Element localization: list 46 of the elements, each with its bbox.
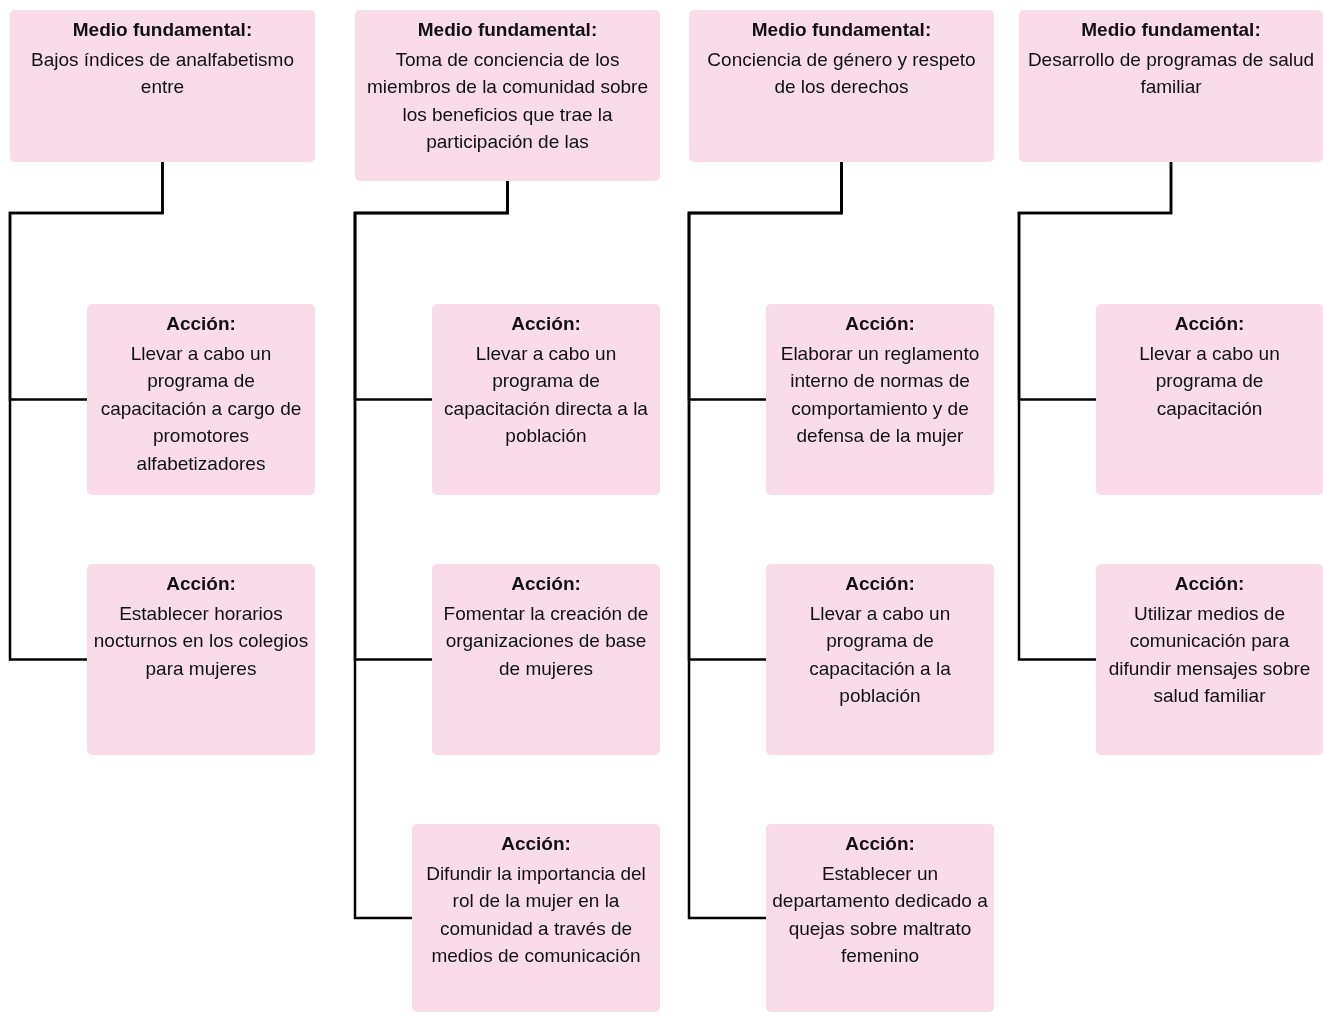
box-heading: Acción: [165, 312, 237, 336]
box-text: Desarrollo de programas de salud familiar [1026, 47, 1316, 100]
box-text: Conciencia de género y respeto de los derechos [706, 47, 977, 100]
box-heading: Acción: [510, 312, 582, 336]
box-text: Establecer un departamento dedicado a quejas sobre maltrato femenino [772, 861, 988, 969]
goal-box [1019, 10, 1323, 162]
box-text: Establecer horarios nocturnos en los colegios para mujeres [93, 601, 309, 681]
connector-line [687, 162, 843, 920]
box-text: Llevar a cabo un programa de capacitación [1138, 341, 1281, 421]
box-heading: Acción: [1173, 572, 1246, 596]
action-box [766, 564, 994, 755]
box-heading: Acción: [844, 832, 916, 856]
action-box [766, 304, 994, 495]
connector-line [353, 181, 509, 920]
action-box [1096, 304, 1323, 495]
box-text: Bajos índices de analfabetismo entre [30, 47, 295, 100]
box-text: Fomentar la creación de organizaciones de base de mujeres [442, 601, 650, 681]
action-box [1096, 564, 1323, 755]
box-heading: Acción: [510, 572, 582, 596]
connector-line [8, 162, 164, 661]
box-heading: Acción: [500, 832, 572, 856]
box-heading: Medio fundamental: [71, 18, 254, 42]
box-heading: Medio fundamental: [416, 18, 599, 42]
action-box [766, 824, 994, 1012]
box-heading: Acción: [844, 572, 916, 596]
box-heading: Acción: [1173, 312, 1246, 336]
box-text: Toma de conciencia de los miembros de la comunidad sobre los beneficios que trae la participación de las [366, 47, 649, 155]
connector-line [1017, 162, 1173, 661]
box-heading: Acción: [165, 572, 237, 596]
box-text: Llevar a cabo un programa de capacitación a cargo de promotores alfabetizadores [99, 341, 303, 476]
box-heading: Medio fundamental: [750, 18, 933, 42]
box-text: Difundir la importancia del rol de la mujer en la comunidad a través de medios de comunicación [425, 861, 647, 969]
goal-box [10, 10, 315, 162]
action-box [412, 824, 660, 1012]
goal-box [355, 10, 660, 181]
box-text: Elaborar un reglamento interno de normas de comportamiento y de defensa de la mujer [779, 341, 981, 449]
goal-box [689, 10, 994, 162]
action-box [432, 564, 660, 755]
box-text: Llevar a cabo un programa de capacitación a la población [808, 601, 952, 709]
action-box [87, 564, 315, 755]
action-box [432, 304, 660, 495]
box-text: Llevar a cabo un programa de capacitación directa a la población [443, 341, 649, 449]
box-heading: Medio fundamental: [1080, 18, 1262, 42]
box-heading: Acción: [844, 312, 916, 336]
action-box [87, 304, 315, 495]
box-text: Utilizar medios de comunicación para difundir mensajes sobre salud familiar [1107, 601, 1312, 709]
